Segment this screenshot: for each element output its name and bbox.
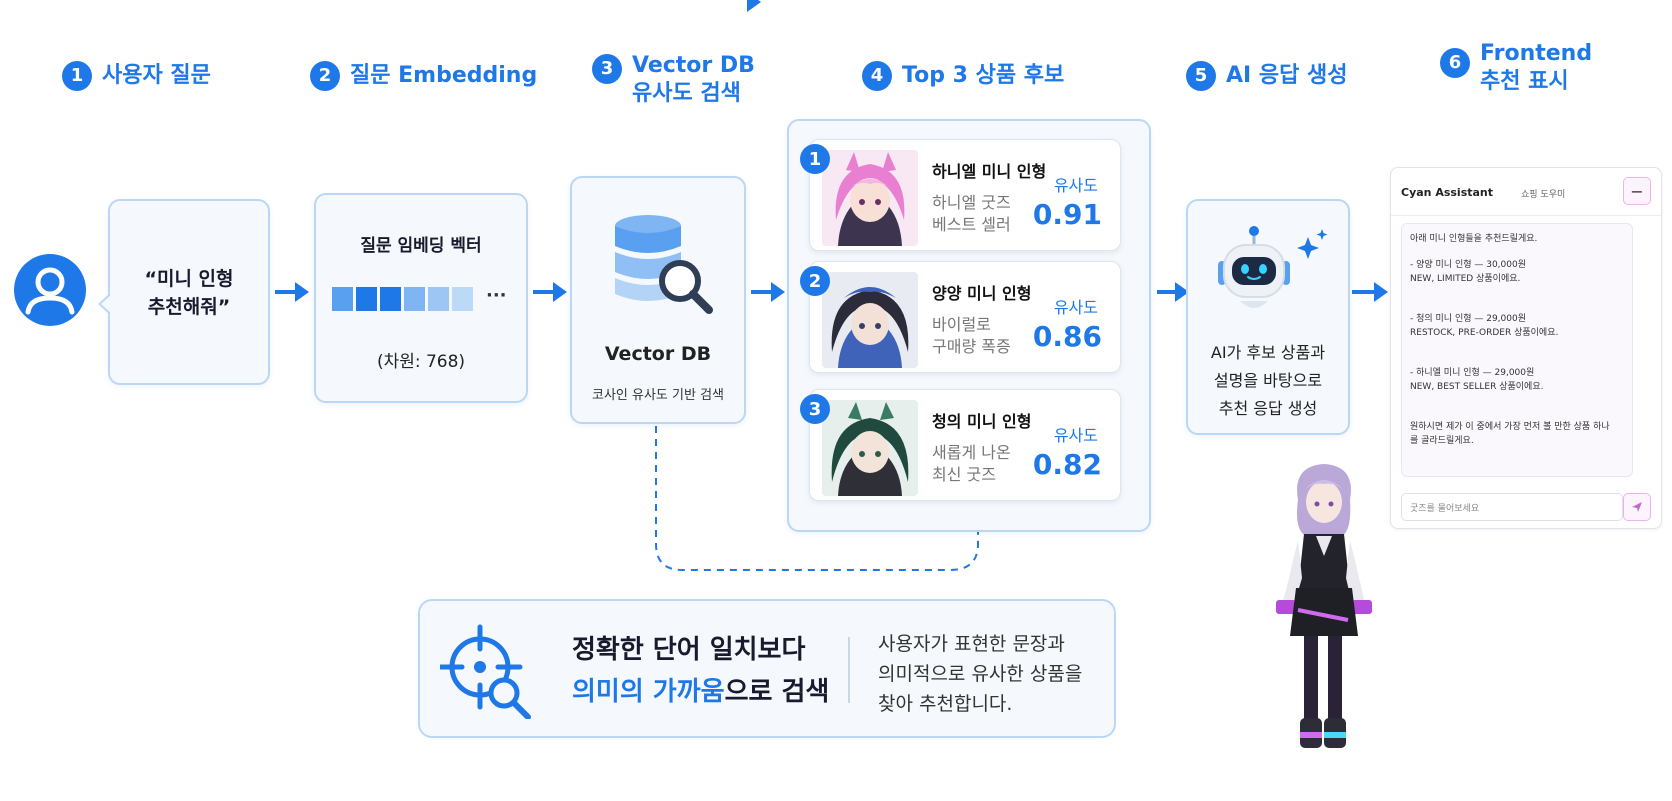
similarity-label: 유사도 <box>1053 426 1098 445</box>
product-desc: 하니엘 굿즈 베스트 셀러 <box>932 193 1011 234</box>
step-5-header: 5 AI 응답 생성 <box>1186 61 1348 91</box>
embedding-vector-bar <box>332 287 473 311</box>
user-avatar-icon <box>14 254 86 326</box>
assistant-subtitle: 쇼핑 도우미 <box>1521 190 1566 200</box>
product-card-3[interactable]: 3 청의 미니 인형 새롭게 나온 최신 굿즈 유사도 0.82 <box>800 389 1121 501</box>
semantic-search-banner: 정확한 단어 일치보다 의미의 가까움으로 검색 사용자가 표현한 문장과 의미… <box>418 599 1116 738</box>
step-label: Frontend <box>1480 41 1593 66</box>
embedding-dims: (차원: 768) <box>376 352 466 372</box>
vector-db-subtitle: 코사인 유사도 기반 검색 <box>592 388 724 403</box>
top3-container: 1 하니엘 미니 인형 하니엘 굿즈 베스트 셀러 유사도 0.91 2 <box>787 119 1151 532</box>
vector-db-card: Vector DB 코사인 유사도 기반 검색 <box>570 176 746 424</box>
flow-arrow <box>751 282 785 302</box>
step-number: 4 <box>862 61 892 91</box>
banner-description: 사용자가 표현한 문장과 의미적으로 유사한 상품을 찾아 추천합니다. <box>878 633 1083 715</box>
step-label: Top 3 상품 후보 <box>902 63 1065 88</box>
flow-arrow <box>1157 282 1189 302</box>
ai-response-text: AI가 후보 상품과 설명을 바탕으로 추천 응답 생성 <box>1210 343 1326 418</box>
assistant-panel: Cyan Assistant 쇼핑 도우미 − 아래 미니 인형들을 추천드릴게… <box>1390 167 1662 529</box>
product-name: 양양 미니 인형 <box>932 284 1032 303</box>
target-search-icon <box>440 624 531 719</box>
product-name: 청의 미니 인형 <box>932 412 1032 431</box>
product-image <box>822 272 918 368</box>
similarity-value: 0.91 <box>1032 198 1102 231</box>
step-label-line2: 추천 표시 <box>1480 69 1569 94</box>
assistant-header: Cyan Assistant 쇼핑 도우미 − <box>1391 168 1661 216</box>
product-rank-badge: 1 <box>800 144 830 174</box>
send-icon <box>1632 502 1642 512</box>
send-button[interactable] <box>1623 493 1651 521</box>
banner-headline: 정확한 단어 일치보다 의미의 가까움으로 검색 <box>572 635 830 707</box>
similarity-label: 유사도 <box>1053 176 1098 195</box>
product-rank-badge: 3 <box>800 394 830 424</box>
step-number: 3 <box>592 54 622 84</box>
product-desc: 새롭게 나온 최신 굿즈 <box>932 443 1011 484</box>
step-number: 6 <box>1440 48 1470 78</box>
product-name: 하니엘 미니 인형 <box>932 162 1047 181</box>
assistant-title: Cyan Assistant <box>1401 186 1494 199</box>
robot-icon <box>1218 226 1328 308</box>
assistant-message: 아래 미니 인형들을 추천드릴게요. - 양양 미니 인형 — 30,000원 … <box>1401 223 1633 477</box>
dashed-connector <box>655 426 979 571</box>
minimize-button[interactable]: − <box>1623 177 1651 205</box>
sparkle-icon <box>1297 237 1319 259</box>
embedding-card: 질문 임베딩 벡터 ··· (차원: 768) <box>314 193 528 403</box>
product-image <box>822 150 918 246</box>
assistant-input[interactable]: 굿즈를 물어보세요 <box>1401 493 1623 521</box>
step-label: 사용자 질문 <box>102 63 211 88</box>
similarity-label: 유사도 <box>1053 298 1098 317</box>
step-4-header: 4 Top 3 상품 후보 <box>862 61 1065 91</box>
character-figure <box>1276 464 1372 748</box>
embedding-title: 질문 임베딩 벡터 <box>360 236 482 256</box>
product-rank-badge: 2 <box>800 266 830 296</box>
step-1-header: 1 사용자 질문 <box>62 61 211 91</box>
query-bubble: “미니 인형 추천해줘” <box>98 199 270 385</box>
step-3-header: 3 Vector DB 유사도 검색 <box>592 52 755 108</box>
banner-highlight: 의미의 가까움 <box>572 677 725 707</box>
step-6-header: 6 Frontend 추천 표시 <box>1440 40 1592 96</box>
similarity-value: 0.82 <box>1032 448 1102 481</box>
product-card-1[interactable]: 1 하니엘 미니 인형 하니엘 굿즈 베스트 셀러 유사도 0.91 <box>800 139 1121 251</box>
embedding-dots: ··· <box>486 285 507 306</box>
step-number: 2 <box>310 61 340 91</box>
product-image <box>822 400 918 496</box>
flow-arrow <box>275 282 309 302</box>
flow-arrow <box>533 282 567 302</box>
ai-response-card: AI가 후보 상품과 설명을 바탕으로 추천 응답 생성 <box>1186 199 1350 435</box>
banner-divider <box>848 637 850 703</box>
similarity-value: 0.86 <box>1032 320 1102 353</box>
step-number: 5 <box>1186 61 1216 91</box>
flow-arrow <box>1352 282 1388 302</box>
step-number: 1 <box>62 61 92 91</box>
step-label: AI 응답 생성 <box>1226 63 1348 88</box>
product-desc: 바이럴로 구매량 폭증 <box>932 315 1011 356</box>
step-2-header: 2 질문 Embedding <box>310 61 538 91</box>
database-search-icon <box>615 215 713 314</box>
step-label-line2: 유사도 검색 <box>632 81 741 106</box>
product-card-2[interactable]: 2 양양 미니 인형 바이럴로 구매량 폭증 유사도 0.86 <box>800 261 1121 373</box>
step-label: Vector DB <box>632 53 755 78</box>
query-text: “미니 인형 추천해줘” <box>144 268 234 318</box>
step-label: 질문 Embedding <box>350 63 538 88</box>
vector-db-title: Vector DB <box>604 343 712 365</box>
